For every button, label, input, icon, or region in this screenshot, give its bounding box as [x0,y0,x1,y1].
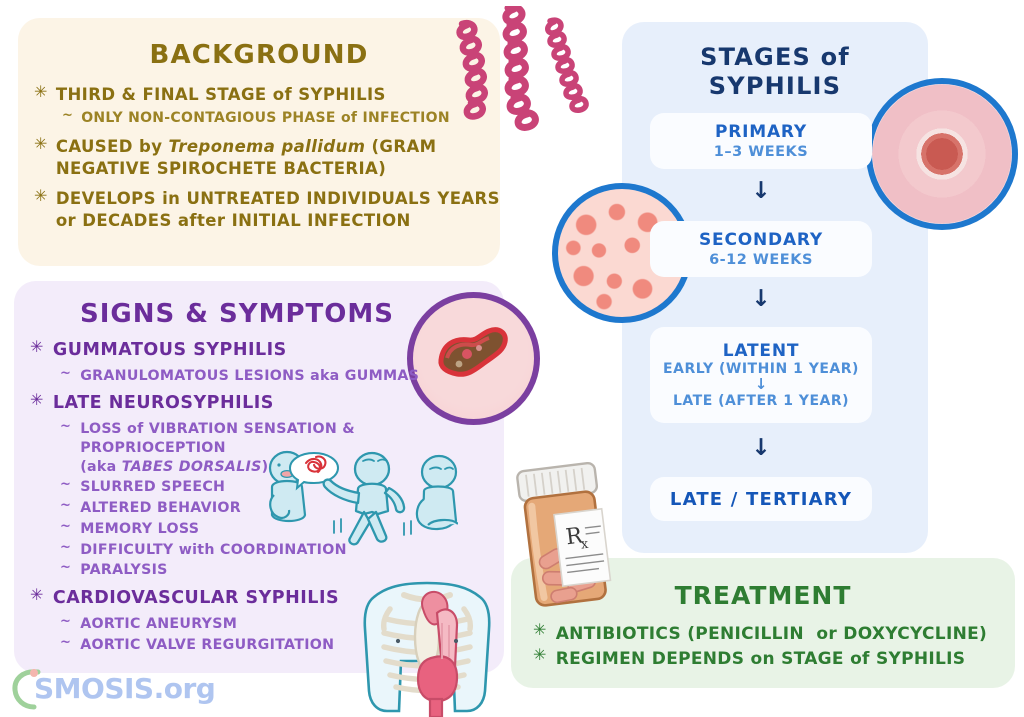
symptom-subitem-text: DIFFICULTY with COORDINATION [80,541,347,558]
stage-card-secondary[interactable]: SECONDARY 6-12 WEEKS [650,221,872,277]
symptom-group-heading: ✳ CARDIOVASCULAR SYPHILIS [30,585,460,610]
primary-chancre-image [866,78,1018,230]
tilde-icon: ~ [60,539,72,555]
symptom-subitem-text: AORTIC VALVE REGURGITATION [80,636,335,653]
symptom-subitem-text: PARALYSIS [80,562,168,579]
asterisk-icon: ✳ [34,134,48,154]
asterisk-icon: ✳ [34,82,48,101]
treatment-bullet-list: ✳ ANTIBIOTICS (PENICILLIN or DOXYCYCLINE… [533,620,1013,672]
osmosis-logo[interactable]: SMOSIS.org [8,666,216,710]
background-bullet: ✳ DEVELOPS in UNTREATED INDIVIDUALS YEAR… [34,186,504,231]
background-bullet-text: CAUSED by Treponema pallidum (GRAM NEGAT… [55,137,437,178]
stage-name: SECONDARY [699,230,823,250]
stage-name: LATE / TERTIARY [669,488,853,510]
osmosis-logo-mark [12,669,41,710]
stage-duration: 6-12 WEEKS [709,252,813,268]
symptom-subitem: ~ PARALYSIS [60,561,460,580]
osmosis-logo-text: SMOSIS.org [34,671,216,705]
tilde-icon: ~ [60,498,72,514]
tilde-icon: ~ [60,634,72,650]
pill-bottle-illustration: R x [516,461,612,607]
symptom-subitem: ~ GRANULOMATOUS LESIONS aka GUMMAS [60,367,460,386]
asterisk-icon: ✳ [30,585,44,605]
aortic-aneurysm-torso-illustration [363,581,491,717]
treatment-bullet: ✳ ANTIBIOTICS (PENICILLIN or DOXYCYCLINE… [533,620,1013,647]
symptom-group-heading: ✳ GUMMATOUS SYPHILIS [30,337,460,362]
background-panel [18,18,500,266]
tilde-icon: ~ [62,108,74,124]
asterisk-icon: ✳ [30,337,44,356]
symptom-subitem-text: LOSS of VIBRATION SENSATION & PROPRIOCEP… [80,421,355,456]
symptom-subitem-text: ALTERED BEHAVIOR [80,500,242,517]
symptom-subitem: ~ DIFFICULTY with COORDINATION [60,539,460,560]
symptom-group-label: LATE NEUROSYPHILIS [52,393,274,414]
arrow-down-icon: ↓ [751,286,771,312]
background-subbullet-text: ONLY NON-CONTAGIOUS PHASE of INFECTION [81,110,450,127]
background-bullet: ✳ CAUSED by Treponema pallidum (GRAM NEG… [34,136,504,179]
stages-title-line1: STAGES of [700,43,850,71]
symptom-subitem-text: SLURRED SPEECH [80,479,226,496]
symptom-subitem-text: GRANULOMATOUS LESIONS aka GUMMAS [80,367,420,384]
treatment-bullet: ✳ REGIMEN DEPENDS on STAGE of SYPHILIS [533,644,1013,672]
stages-title: STAGES of SYPHILIS [622,43,928,102]
treatment-bullet-text: ANTIBIOTICS (PENICILLIN or DOXYCYCLINE) [555,624,988,644]
tilde-icon: ~ [60,613,72,629]
stage-card-tertiary[interactable]: LATE / TERTIARY [650,477,872,521]
background-subbullet: ~ ONLY NON-CONTAGIOUS PHASE of INFECTION [62,109,504,128]
symptom-subitem: ~ ALTERED BEHAVIOR [60,499,460,518]
symptom-subitem: ~ AORTIC VALVE REGURGITATION [60,634,460,655]
symptom-group-label: CARDIOVASCULAR SYPHILIS [52,588,340,609]
stage-latent-late: LATE (AFTER 1 YEAR) [672,392,850,409]
symptom-subitem: ~ AORTIC ANEURYSM [60,615,460,634]
symptom-subitem: ~ MEMORY LOSS [60,520,460,539]
tilde-icon: ~ [60,477,72,493]
spirochetes-illustration [456,6,589,131]
symptom-group-heading: ✳ LATE NEUROSYPHILIS [30,392,460,415]
background-bullet: ✳ THIRD & FINAL STAGE of SYPHILIS [34,82,504,105]
tilde-icon: ~ [60,560,72,576]
symptom-subitem-continuation: ~ (aka TABES DORSALIS) [60,458,460,477]
neurosyphilis-figures-illustration [268,450,458,546]
asterisk-icon: ✳ [533,620,547,639]
stage-latent-early: EARLY (WITHIN 1 YEAR) [663,361,859,378]
arrow-down-icon: ↓ [751,178,771,204]
symptom-subitem: ~ SLURRED SPEECH [60,478,460,497]
background-bullet-list: ✳ THIRD & FINAL STAGE of SYPHILIS ~ ONLY… [34,82,504,233]
symptom-subitem-text: MEMORY LOSS [80,520,200,537]
treatment-bullet-text: REGIMEN DEPENDS on STAGE of SYPHILIS [555,648,966,669]
background-bullet-text: THIRD & FINAL STAGE of SYPHILIS [55,85,386,104]
stage-name: LATENT [722,341,800,362]
stages-title-line2: SYPHILIS [708,72,842,101]
arrow-down-icon-small: ↓ [754,375,768,394]
tilde-icon: ~ [60,518,72,534]
background-title: BACKGROUND [149,40,369,70]
stage-name: PRIMARY [714,122,808,142]
symptom-group-label: GUMMATOUS SYPHILIS [52,340,287,360]
symptom-subitem: ~ LOSS of VIBRATION SENSATION & PROPRIOC… [60,420,460,457]
stage-duration: 1–3 WEEKS [713,144,809,160]
stage-card-primary[interactable]: PRIMARY 1–3 WEEKS [650,113,872,169]
asterisk-icon: ✳ [34,186,48,206]
stage-card-latent[interactable]: LATENT EARLY (WITHIN 1 YEAR) ↓ LATE (AFT… [650,327,872,423]
svg-text:x: x [580,537,590,553]
treatment-title: TREATMENT [674,581,852,610]
symptoms-title: SIGNS & SYMPTOMS [80,299,394,329]
symptom-subitem-text: (aka TABES DORSALIS) [80,458,269,475]
tilde-icon: ~ [60,365,72,381]
rx-label: R [564,523,585,550]
gumma-lesion-image [407,292,540,425]
asterisk-icon: ✳ [30,390,44,410]
tilde-icon: ~ [60,419,72,435]
background-bullet-text: DEVELOPS in UNTREATED INDIVIDUALS YEARS … [55,189,500,230]
symptoms-bullet-list: ✳ GUMMATOUS SYPHILIS ~ GRANULOMATOUS LES… [30,337,460,655]
arrow-down-icon: ↓ [751,435,771,461]
asterisk-icon: ✳ [533,644,547,664]
symptom-subitem-text: AORTIC ANEURYSM [80,615,238,632]
